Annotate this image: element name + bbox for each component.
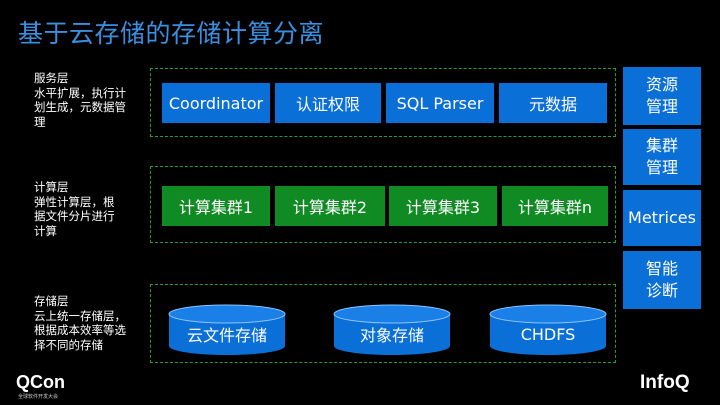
smart-diagnosis-box: 智能 诊断	[623, 251, 701, 309]
qcon-logo-text: QCon	[16, 372, 65, 392]
coordinator-box: Coordinator	[162, 83, 270, 123]
storage-layer-label: 存储层 云上统一存储层， 根据成本效率等选 择不同的存储	[34, 294, 152, 352]
chdfs-label: CHDFS	[520, 324, 576, 344]
infoq-logo: InfoQ	[640, 372, 690, 393]
smart-diagnosis-line: 智能	[645, 259, 678, 278]
cloud-file-storage-cylinder: 云文件存储	[168, 304, 286, 356]
compute-layer-box	[150, 166, 616, 243]
compute-cluster-2-box: 计算集群2	[275, 186, 385, 226]
cluster-management-box: 集群 管理	[623, 129, 701, 185]
service-layer-line: 水平扩展，执行计	[34, 85, 126, 100]
qcon-logo-subtitle: 全球软件开发大会	[18, 394, 59, 400]
service-layer-box	[150, 68, 616, 137]
storage-layer-line: 云上统一存储层，	[34, 308, 126, 323]
cylinder-icon	[489, 304, 607, 355]
qcon-logo: QCon 全球软件开发大会	[16, 372, 126, 402]
compute-layer-line: 计算	[34, 223, 57, 238]
sql-parser-box: SQL Parser	[386, 83, 494, 123]
compute-cluster-3-box: 计算集群3	[389, 186, 497, 226]
service-layer-line: 服务层	[34, 71, 69, 85]
compute-layer-line: 弹性计算层，根	[34, 194, 115, 209]
storage-layer-line: 择不同的存储	[34, 337, 103, 352]
resource-management-box: 资源 管理	[623, 67, 701, 125]
resource-management-line: 资源	[645, 75, 678, 94]
chdfs-cylinder: CHDFS	[489, 304, 607, 356]
metrices-box: Metrices	[623, 190, 701, 246]
compute-layer-line: 据文件分片进行	[34, 209, 115, 223]
cluster-management-line: 管理	[645, 158, 678, 177]
compute-cluster-1-box: 计算集群1	[162, 186, 270, 226]
cluster-management-line: 集群	[645, 136, 678, 155]
compute-cluster-n-box: 计算集群n	[502, 186, 608, 226]
storage-layer-box	[150, 284, 616, 363]
service-layer-line: 划生成，元数据管	[34, 100, 126, 114]
smart-diagnosis-line: 诊断	[645, 281, 678, 300]
auth-permission-box: 认证权限	[275, 83, 381, 123]
resource-management-line: 管理	[645, 97, 678, 116]
cylinder-icon	[168, 304, 286, 355]
compute-layer-line: 计算层	[34, 180, 69, 194]
storage-layer-line: 根据成本效率等选	[34, 323, 126, 337]
service-layer-label: 服务层 水平扩展，执行计 划生成，元数据管 理	[34, 71, 152, 129]
slide-title: 基于云存储的存储计算分离	[18, 19, 325, 48]
metrices-label: Metrices	[628, 208, 696, 227]
cloud-file-storage-label: 云文件存储	[186, 326, 267, 345]
object-storage-label: 对象存储	[359, 326, 424, 345]
object-storage-cylinder: 对象存储	[333, 304, 451, 356]
storage-layer-line: 存储层	[34, 294, 69, 308]
service-layer-line: 理	[34, 114, 46, 129]
compute-layer-label: 计算层 弹性计算层，根 据文件分片进行 计算	[34, 180, 152, 238]
metadata-box: 元数据	[499, 83, 607, 123]
cylinder-icon	[333, 304, 451, 355]
